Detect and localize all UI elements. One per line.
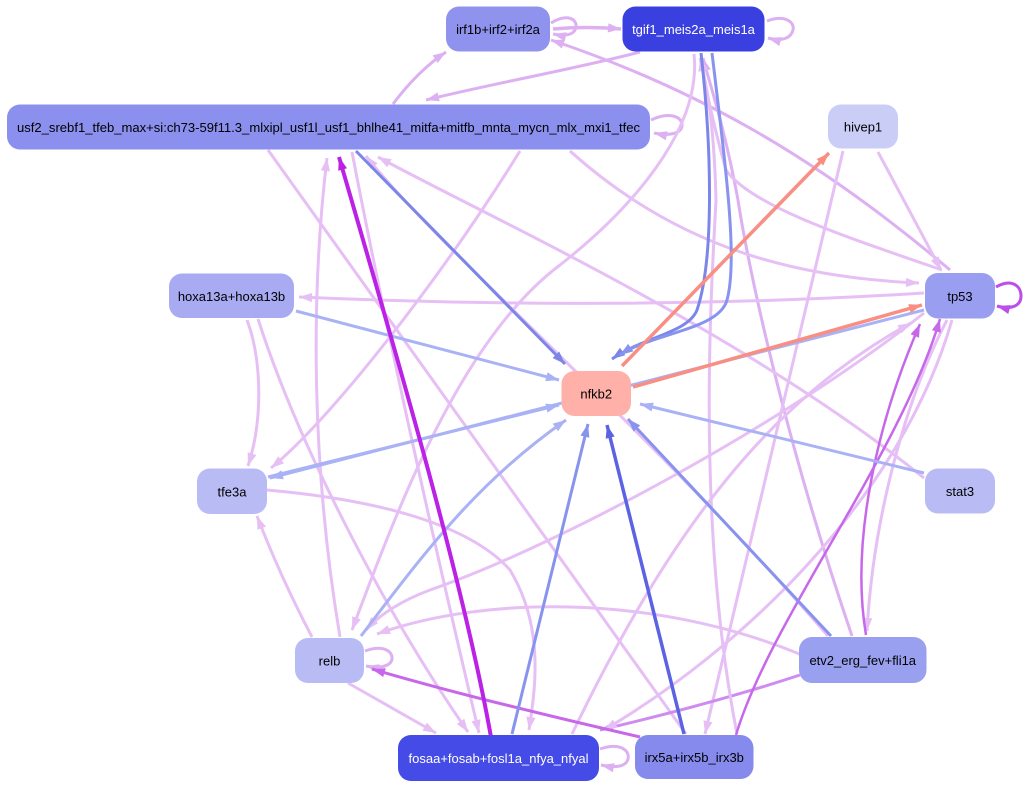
svg-text:relb: relb: [319, 654, 341, 669]
svg-text:usf2_srebf1_tfeb_max+si:ch73-5: usf2_srebf1_tfeb_max+si:ch73-59f11.3_mlx…: [17, 120, 640, 135]
svg-text:nfkb2: nfkb2: [580, 387, 612, 402]
svg-text:tfe3a: tfe3a: [218, 484, 248, 499]
svg-text:hoxa13a+hoxa13b: hoxa13a+hoxa13b: [178, 289, 285, 304]
svg-text:irf1b+irf2+irf2a: irf1b+irf2+irf2a: [456, 22, 541, 37]
svg-text:irx5a+irx5b_irx3b: irx5a+irx5b_irx3b: [645, 750, 744, 765]
svg-text:etv2_erg_fev+fli1a: etv2_erg_fev+fli1a: [809, 653, 916, 668]
svg-text:tp53: tp53: [947, 289, 972, 304]
svg-text:fosaa+fosab+fosl1a_nfya_nfyal: fosaa+fosab+fosl1a_nfya_nfyal: [409, 751, 589, 766]
svg-text:tgif1_meis2a_meis1a: tgif1_meis2a_meis1a: [632, 22, 756, 37]
svg-text:stat3: stat3: [946, 484, 974, 499]
svg-text:hivep1: hivep1: [844, 120, 882, 135]
